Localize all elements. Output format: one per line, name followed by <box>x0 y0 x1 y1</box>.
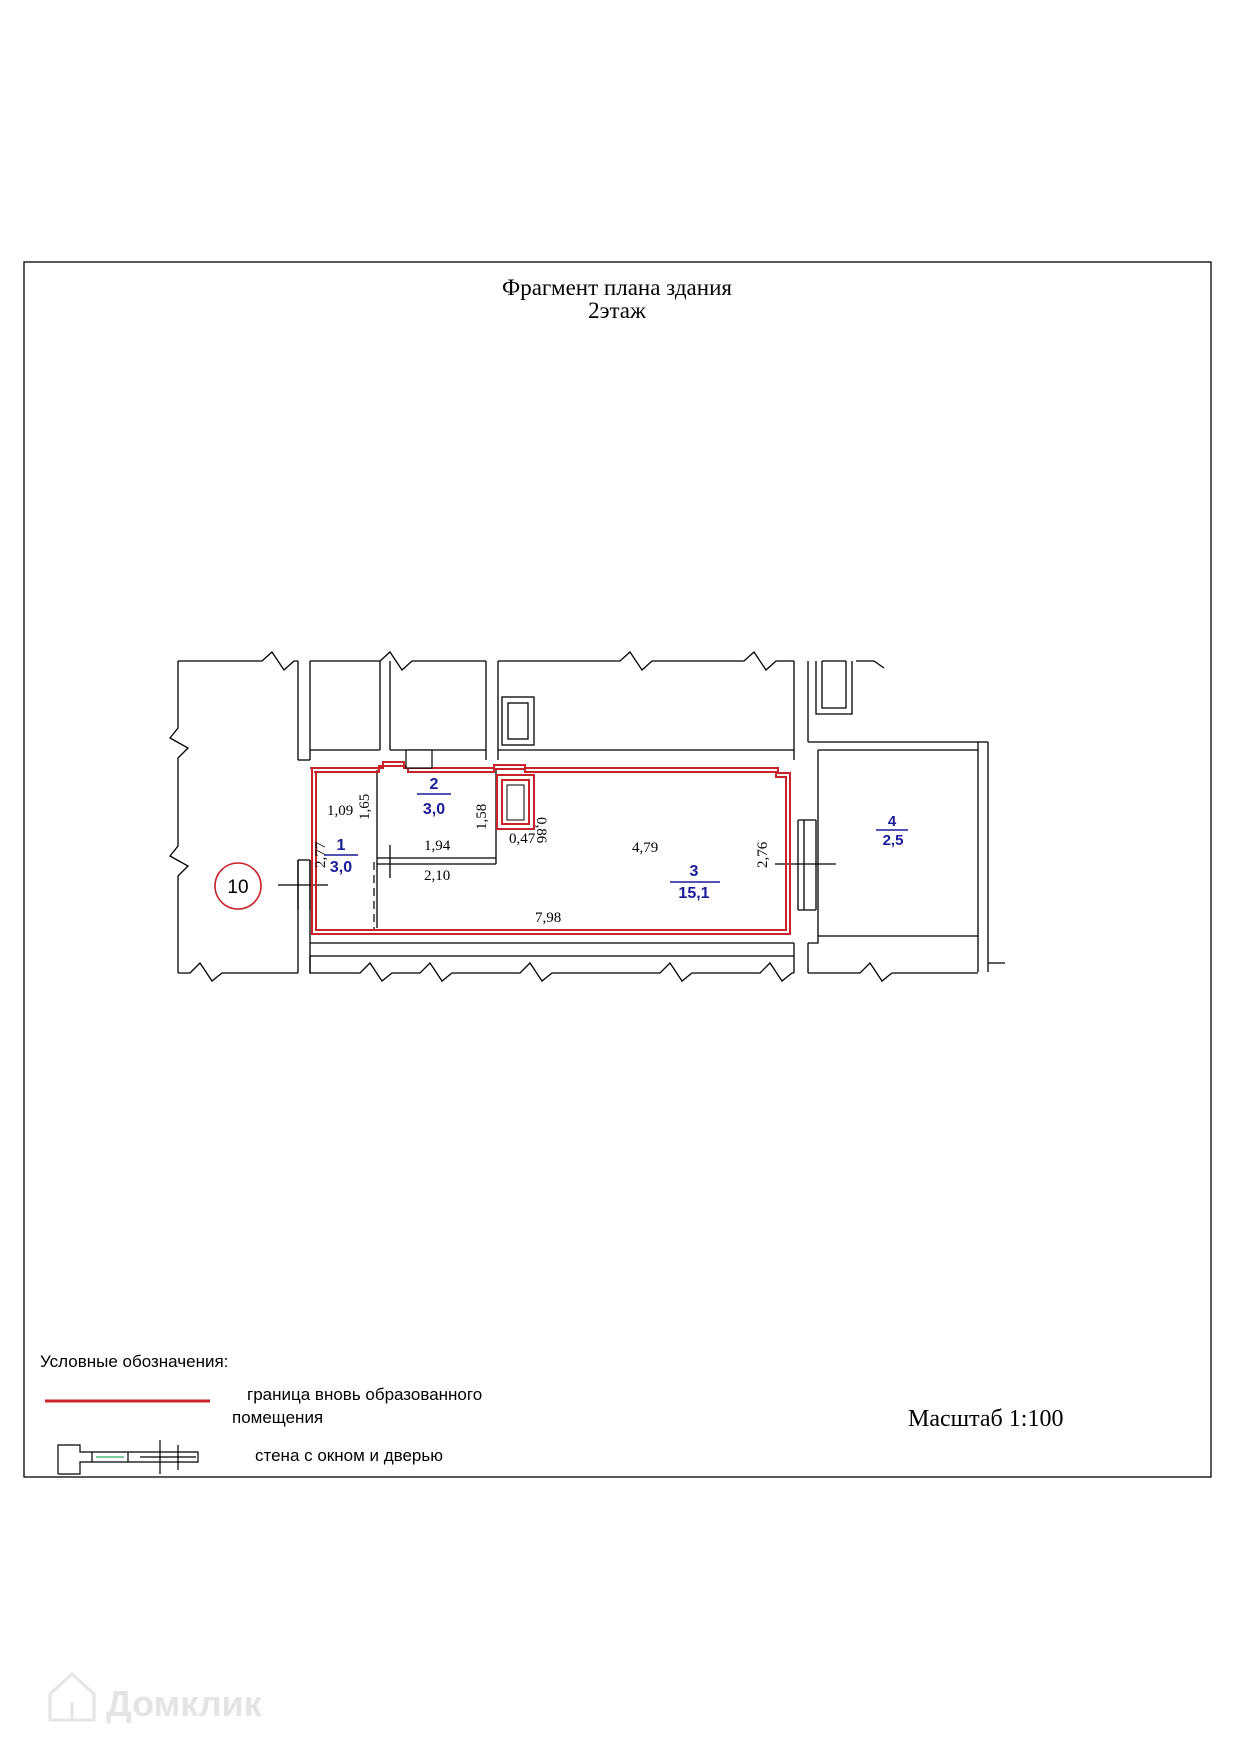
room-1-number: 1 <box>337 837 346 854</box>
dim-1-65: 1,65 <box>357 794 373 820</box>
legend-wall-symbol <box>57 1440 199 1475</box>
new-premises-boundary <box>310 761 791 935</box>
unit-marker-label: 10 <box>227 877 248 898</box>
legend-boundary-label-2: помещения <box>232 1408 323 1427</box>
legend-boundary-label-1: граница вновь образованного <box>247 1385 482 1404</box>
drawing-frame <box>23 261 1212 1478</box>
house-icon <box>48 1671 96 1722</box>
dim-4-79: 4,79 <box>632 840 658 856</box>
dim-2-76: 2,76 <box>755 841 771 868</box>
watermark-text: Домклик <box>106 1683 263 1724</box>
room-2-area: 3,0 <box>423 801 445 818</box>
ventilation-shaft <box>506 784 525 821</box>
room-2-number: 2 <box>430 776 439 793</box>
dim-1-94: 1,94 <box>424 838 451 854</box>
legend-title: Условные обозначения: <box>40 1352 228 1371</box>
room-3-area: 15,1 <box>678 885 709 902</box>
building-walls <box>169 651 1005 982</box>
dim-0-86: 0,86 <box>533 817 549 844</box>
dim-2-77: 2,77 <box>313 841 329 868</box>
room-1-area: 3,0 <box>330 859 352 876</box>
dim-1-58: 1,58 <box>474 804 490 830</box>
room-4-area: 2,5 <box>883 832 904 849</box>
room2-niche <box>405 749 433 769</box>
scale-label: Масштаб 1:100 <box>908 1406 1063 1432</box>
legend-wall-label: стена с окном и дверью <box>255 1446 443 1465</box>
dim-0-47: 0,47 <box>509 831 536 847</box>
dim-1-09: 1,09 <box>327 803 353 819</box>
watermark: Домклик <box>48 1671 263 1724</box>
dim-7-98: 7,98 <box>535 910 561 926</box>
page-title: Фрагмент плана здания <box>502 275 732 300</box>
unit-marker: 10 <box>214 862 262 910</box>
room-4-number: 4 <box>888 813 897 830</box>
room-3-number: 3 <box>690 863 699 880</box>
floor-label: 2этаж <box>588 298 646 323</box>
dim-2-10: 2,10 <box>424 868 450 884</box>
